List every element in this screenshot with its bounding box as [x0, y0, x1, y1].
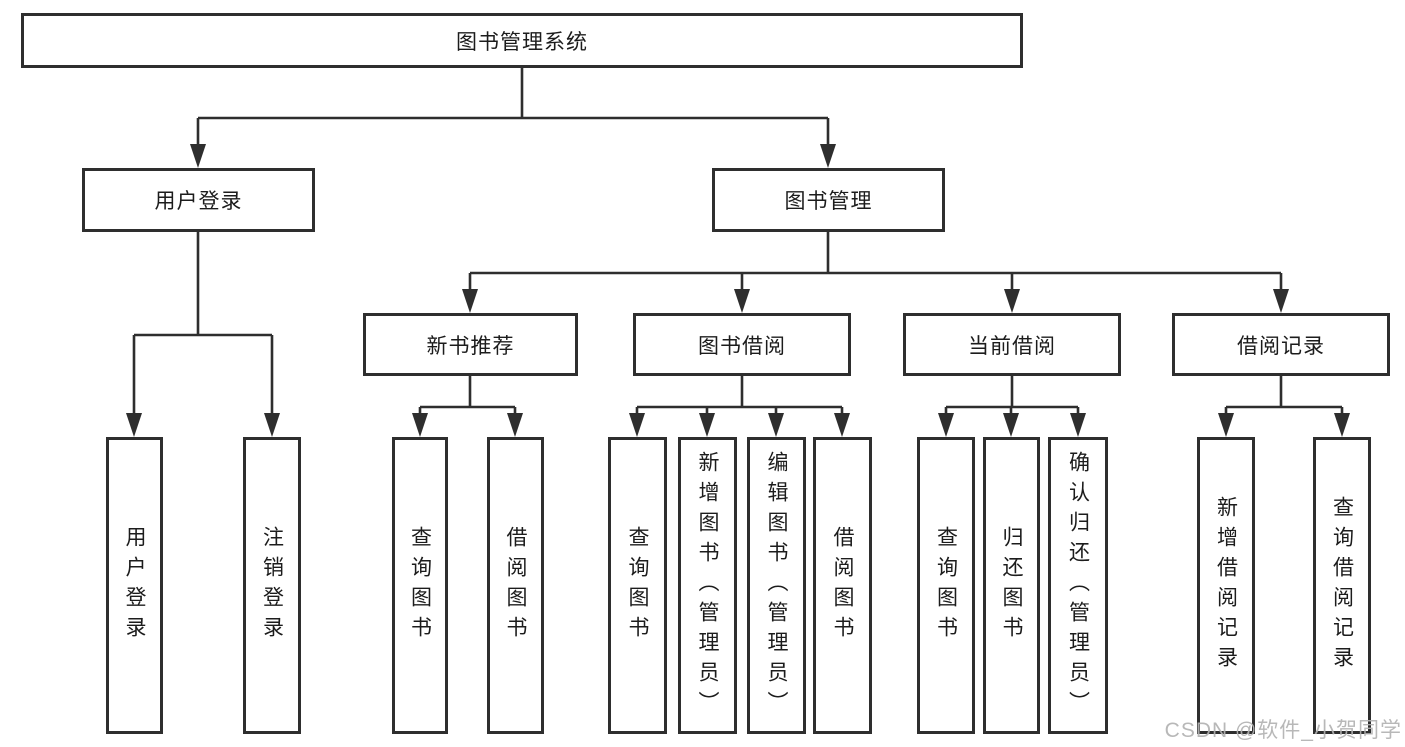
connector-borrow-records-to-leaves: [1218, 376, 1350, 437]
connector-book-mgmt-to-level3: [462, 232, 1289, 313]
node-book-management: 图书管理: [712, 168, 945, 232]
connector-current-borrow-to-leaves: [938, 376, 1086, 437]
leaf-current-return-books: 归还图书: [983, 437, 1040, 734]
csdn-watermark: CSDN @软件_小贺同学: [1164, 719, 1402, 742]
leaf-borrow-query-books: 查询图书: [608, 437, 667, 734]
leaf-newrec-query-books: 查询图书: [392, 437, 448, 734]
leaf-current-query-books: 查询图书: [917, 437, 975, 734]
leaf-current-confirm-return-admin: 确认归还（管理员）: [1048, 437, 1108, 734]
connector-root-to-level2: [190, 68, 836, 168]
leaf-borrow-add-books-admin: 新增图书（管理员）: [678, 437, 737, 734]
node-user-login: 用户登录: [82, 168, 315, 232]
leaf-newrec-borrow-books: 借阅图书: [487, 437, 544, 734]
node-book-borrow: 图书借阅: [633, 313, 851, 376]
node-new-book-recommend: 新书推荐: [363, 313, 578, 376]
connector-book-borrow-to-leaves: [629, 376, 850, 437]
leaf-records-query-borrow-record: 查询借阅记录: [1313, 437, 1371, 734]
leaf-logout: 注销登录: [243, 437, 301, 734]
leaf-user-login: 用户登录: [106, 437, 163, 734]
node-current-borrow: 当前借阅: [903, 313, 1121, 376]
leaf-borrow-edit-books-admin: 编辑图书（管理员）: [747, 437, 806, 734]
leaf-borrow-borrow-books: 借阅图书: [813, 437, 872, 734]
connector-user-login-to-leaves: [126, 232, 280, 437]
node-root-system: 图书管理系统: [21, 13, 1023, 68]
connector-new-book-to-leaves: [412, 376, 523, 437]
node-borrow-records: 借阅记录: [1172, 313, 1390, 376]
leaf-records-add-borrow-record: 新增借阅记录: [1197, 437, 1255, 734]
